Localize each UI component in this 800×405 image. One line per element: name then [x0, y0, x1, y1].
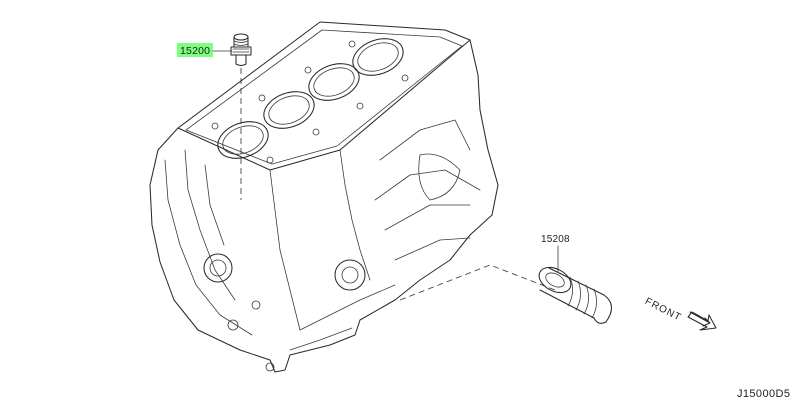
part-15208-oil-filter [538, 266, 613, 324]
part-15200-drawing [230, 33, 252, 67]
front-arrow-icon [687, 311, 717, 331]
part-number-15208[interactable]: 15208 [541, 234, 570, 245]
figure-code: J15000D5 [737, 388, 791, 400]
part-number-15200[interactable]: 15200 [180, 45, 211, 57]
part-15200-highlight [177, 43, 213, 57]
engine-block [149, 21, 499, 373]
assembly-line-15208 [399, 264, 556, 301]
